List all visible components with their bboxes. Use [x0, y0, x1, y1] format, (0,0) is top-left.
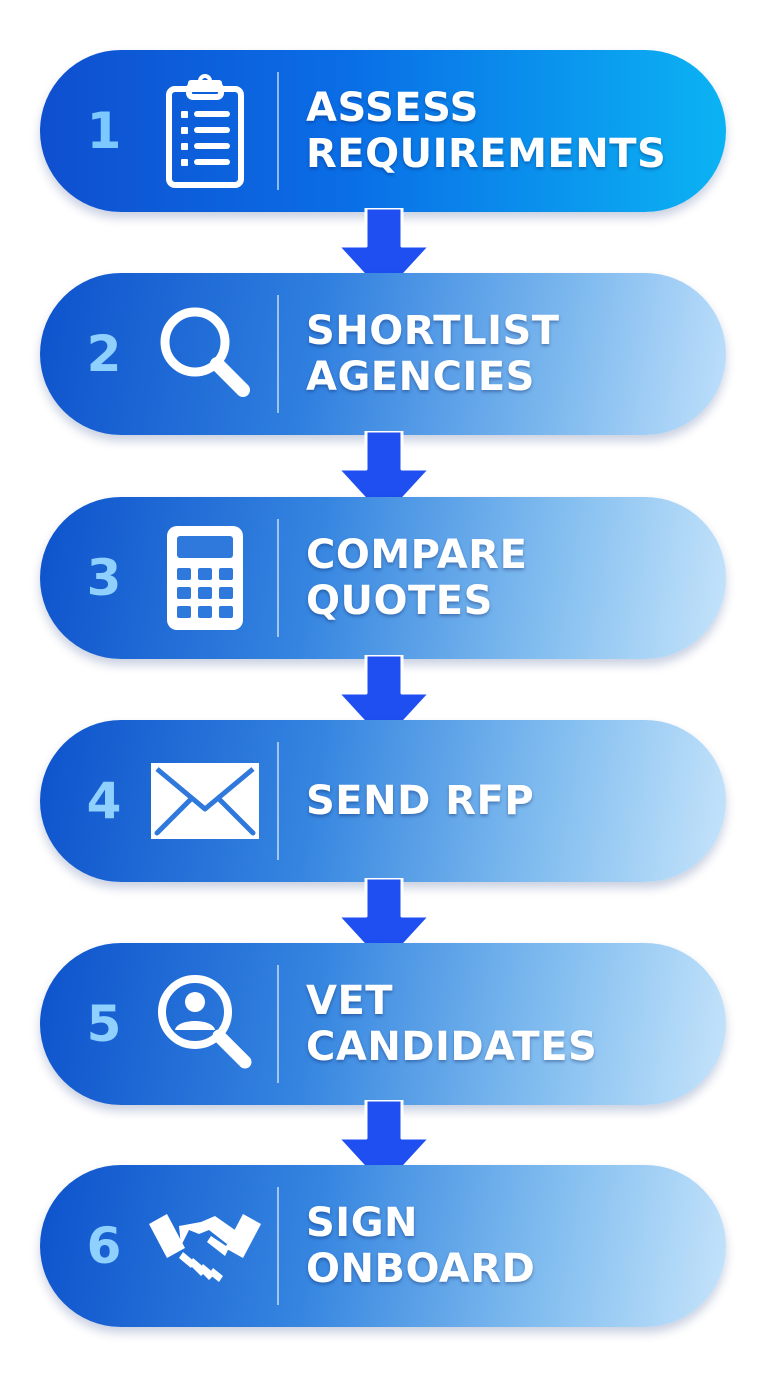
- step-label-line: REQUIREMENTS: [306, 131, 667, 177]
- calculator-icon: [145, 518, 265, 638]
- step-label-line: VET: [306, 978, 394, 1024]
- down-arrow-icon: [336, 655, 432, 745]
- divider: [277, 295, 279, 413]
- magnifying-glass-icon: [145, 294, 265, 414]
- step-label: ASSESS REQUIREMENTS: [306, 50, 706, 212]
- down-arrow-icon: [336, 1100, 432, 1190]
- step-6-sign-onboard: 6 SIGN ONBOARD: [40, 1165, 726, 1327]
- step-label-line: CANDIDATES: [306, 1024, 598, 1070]
- handshake-icon: [145, 1186, 265, 1306]
- step-label-line: SIGN: [306, 1200, 418, 1246]
- step-1-assess-requirements: 1: [40, 50, 726, 212]
- step-4-send-rfp: 4 SEND RFP: [40, 720, 726, 882]
- step-number: 2: [86, 325, 122, 383]
- divider: [277, 965, 279, 1083]
- step-label: SEND RFP: [306, 720, 706, 882]
- down-arrow-icon: [336, 431, 432, 521]
- envelope-icon: [145, 741, 265, 861]
- divider: [277, 72, 279, 190]
- step-label: SHORTLIST AGENCIES: [306, 273, 706, 435]
- step-label-line: QUOTES: [306, 578, 493, 624]
- step-3-compare-quotes: 3 COMPARE QUOTES: [40, 497, 726, 659]
- step-label-line: ASSESS: [306, 85, 479, 131]
- step-label-line: AGENCIES: [306, 354, 535, 400]
- step-5-vet-candidates: 5 VET CANDIDATES: [40, 943, 726, 1105]
- clipboard-checklist-icon: [145, 71, 265, 191]
- person-search-icon: [145, 964, 265, 1084]
- divider: [277, 519, 279, 637]
- step-label: VET CANDIDATES: [306, 943, 706, 1105]
- step-label-line: SEND RFP: [306, 778, 535, 824]
- step-number: 6: [86, 1217, 122, 1275]
- step-label-line: ONBOARD: [306, 1246, 536, 1292]
- step-label: COMPARE QUOTES: [306, 497, 706, 659]
- step-number: 3: [86, 549, 122, 607]
- divider: [277, 742, 279, 860]
- step-number: 1: [86, 102, 122, 160]
- down-arrow-icon: [336, 208, 432, 298]
- step-label-line: COMPARE: [306, 532, 528, 578]
- step-number: 4: [86, 772, 122, 830]
- step-label-line: SHORTLIST: [306, 308, 560, 354]
- divider: [277, 1187, 279, 1305]
- step-number: 5: [86, 995, 122, 1053]
- step-2-shortlist-agencies: 2 SHORTLIST AGENCIES: [40, 273, 726, 435]
- down-arrow-icon: [336, 878, 432, 968]
- step-label: SIGN ONBOARD: [306, 1165, 706, 1327]
